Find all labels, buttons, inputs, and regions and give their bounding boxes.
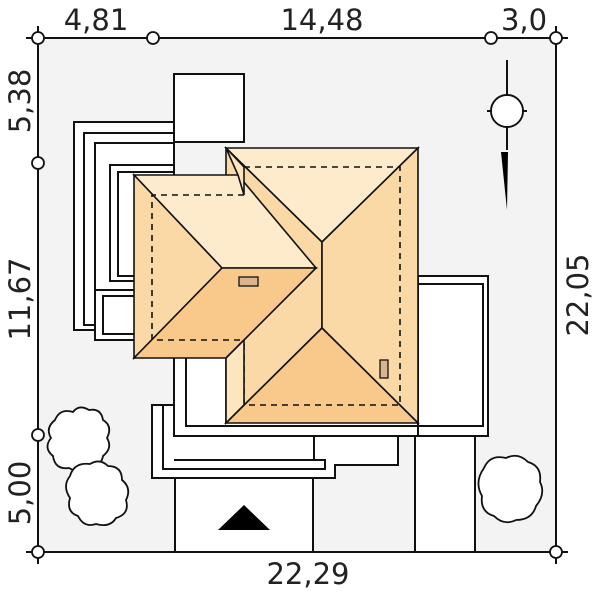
dim-top-2: 14,48	[280, 3, 363, 37]
dim-top-1: 4,81	[64, 3, 129, 37]
dim-left-2: 11,67	[3, 257, 37, 340]
dimension-nodes	[31, 31, 563, 559]
dim-bottom: 22,29	[266, 557, 349, 591]
wing-roof	[132, 147, 318, 425]
garage-inner	[417, 283, 484, 427]
dim-left-3: 5,00	[3, 461, 37, 526]
dim-top-3: 3,0	[501, 3, 547, 37]
driveway	[174, 435, 476, 553]
dim-right: 22,05	[561, 253, 595, 336]
tree-icon	[46, 406, 544, 527]
skylight	[238, 276, 259, 287]
entrance-triangle-icon	[218, 505, 270, 530]
north-arrow-icon	[487, 60, 527, 210]
skylight	[379, 359, 389, 379]
dim-left-1: 5,38	[3, 69, 37, 134]
chimney-box	[173, 73, 245, 143]
